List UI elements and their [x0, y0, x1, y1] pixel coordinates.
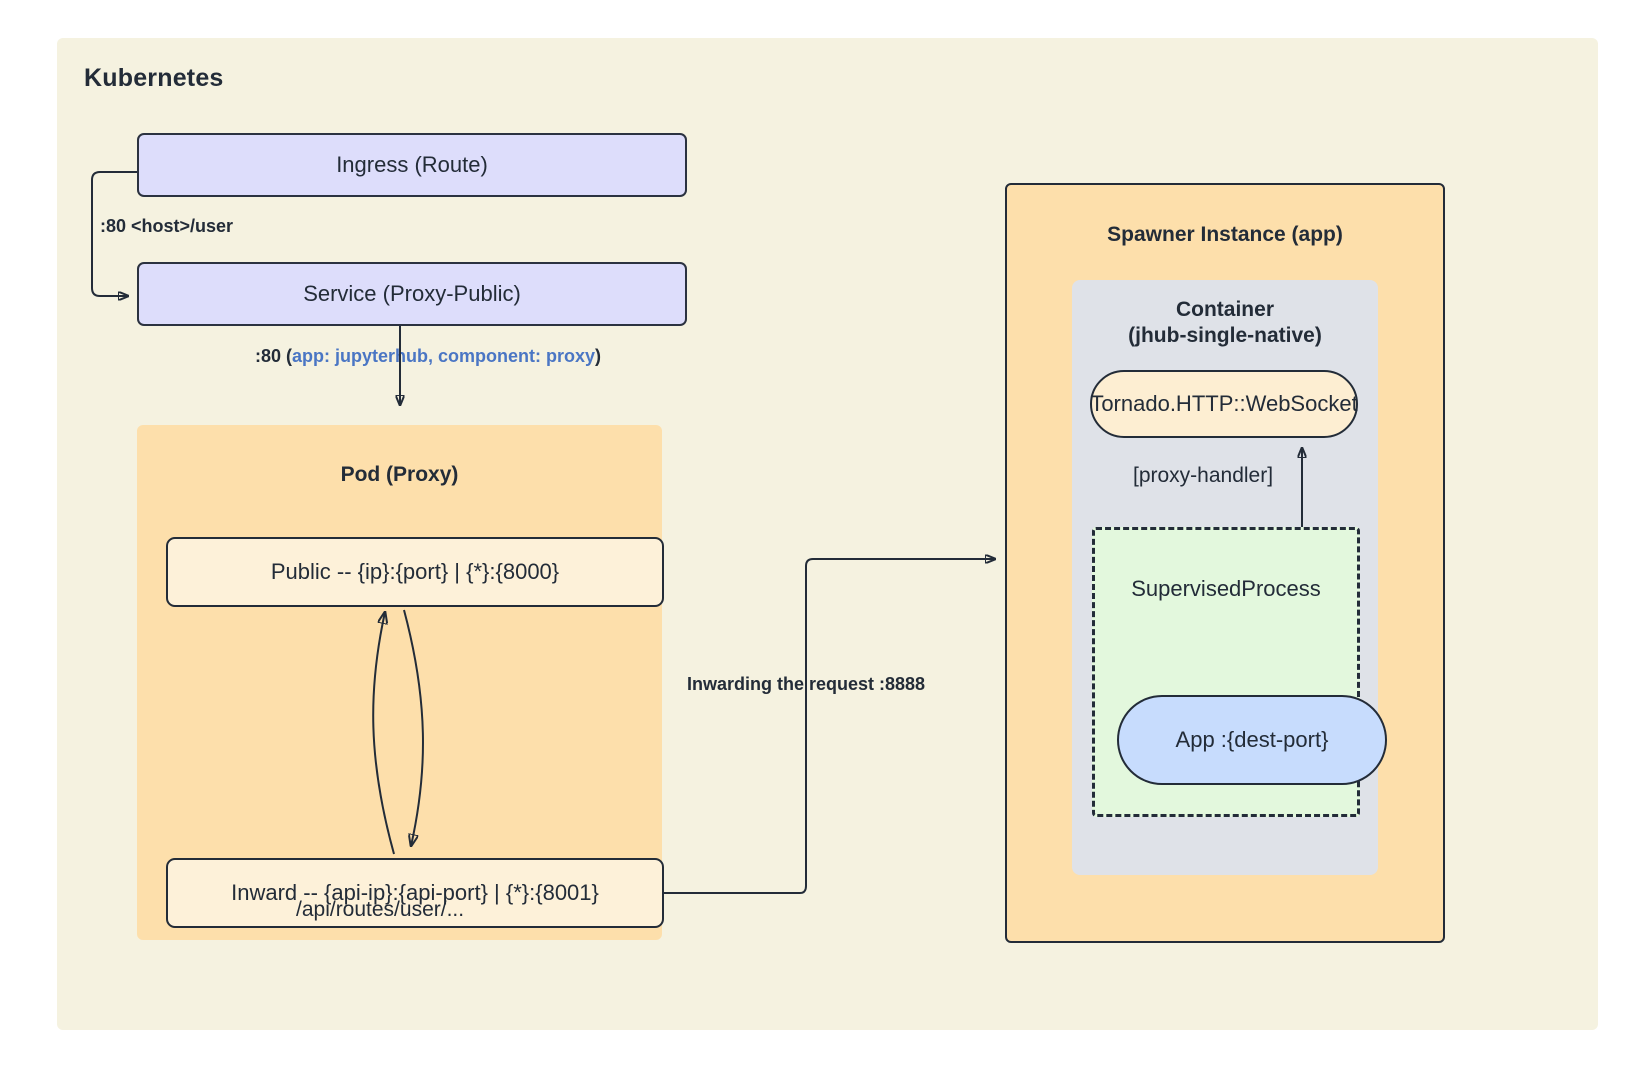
edge-label-inwarding-request: Inwarding the request :8888 — [687, 674, 926, 694]
edge-label-selector: app: jupyterhub, component: proxy — [292, 346, 596, 366]
edge-label-port-suffix: ) — [595, 346, 602, 366]
spawner-instance-title: Spawner Instance (app) — [1107, 223, 1343, 246]
node-inward-endpoint[interactable]: Inward -- {api-ip}:{api-port} | {*}:{800… — [166, 858, 664, 928]
edge-label-ingress-to-service: :80 <host>/user — [100, 216, 234, 236]
edge-label-service-to-pod: :80 (app: jupyterhub, component: proxy) — [255, 346, 601, 367]
edge-label-port-prefix: :80 ( — [255, 346, 293, 366]
container-title-line2: (jhub-single-native) — [1128, 324, 1322, 348]
edge-label-proxy-handler: [proxy-handler] — [1133, 464, 1274, 487]
container-title-line1: Container — [1175, 298, 1274, 321]
node-tornado-websocket[interactable]: Tornado.HTTP::WebSocket — [1090, 370, 1358, 438]
node-ingress-label: Ingress (Route) — [336, 152, 488, 178]
kubernetes-cluster-title: Kubernetes — [84, 64, 224, 92]
node-service-proxy-public[interactable]: Service (Proxy-Public) — [137, 262, 687, 326]
node-app-label: App :{dest-port} — [1175, 727, 1329, 753]
container-title: Container (jhub-single-native) — [1072, 297, 1378, 350]
pod-proxy-title: Pod (Proxy) — [340, 463, 459, 486]
node-public-label: Public -- {ip}:{port} | {*}:{8000} — [270, 559, 560, 585]
node-app-dest-port[interactable]: App :{dest-port} — [1117, 695, 1387, 785]
edge-label-inward-route: /api/routes/user/... — [296, 898, 465, 921]
pod-proxy-group — [137, 425, 662, 940]
node-ingress[interactable]: Ingress (Route) — [137, 133, 687, 197]
node-public-endpoint[interactable]: Public -- {ip}:{port} | {*}:{8000} — [166, 537, 664, 607]
supervised-process-label: SupervisedProcess — [1131, 576, 1321, 601]
node-inward-label: Inward -- {api-ip}:{api-port} | {*}:{800… — [231, 880, 599, 906]
node-service-label: Service (Proxy-Public) — [303, 281, 521, 307]
node-tornado-label: Tornado.HTTP::WebSocket — [1090, 391, 1358, 417]
